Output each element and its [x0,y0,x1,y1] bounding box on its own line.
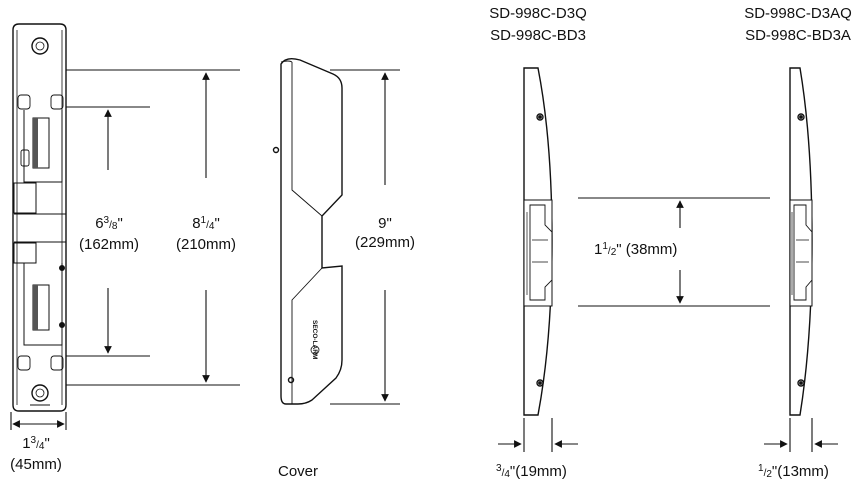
faceplate-drawing [12,23,67,412]
cover-label: Cover [278,463,319,480]
model-label-right-line1: SD-998C-D3AQ [744,5,852,22]
svg-text:SECO-LARM: SECO-LARM [311,320,318,359]
inner-height-metric: (162mm) [78,236,139,253]
faceplate-dimensions [10,69,240,430]
cover-drawing: SECO-LARM [272,57,343,405]
side-view-left [523,67,553,416]
cover-dimensions [330,69,400,405]
depth-dimensions [498,418,838,452]
model-label-left-line1: SD-998C-D3Q [489,5,587,22]
side-view-right [789,67,813,416]
spacing-label: 11/2" (38mm) [594,241,678,258]
cover-height-imperial: 9" [378,215,392,232]
width-label: 13/4" (45mm) [0,434,72,474]
model-label-left-line2: SD-998C-BD3 [490,27,586,44]
width-metric: (45mm) [10,456,62,473]
model-label-left: SD-998C-D3Q SD-998C-BD3 [478,4,598,45]
width-imperial: 13/4" [22,435,50,452]
model-label-right: SD-998C-D3AQ SD-998C-BD3A [736,4,860,45]
outer-height-label: 81/4" (210mm) [171,214,241,254]
inner-height-label: 63/8" (162mm) [74,214,144,254]
outer-height-metric: (210mm) [175,236,236,253]
model-label-right-line2: SD-998C-BD3A [745,27,851,44]
outer-height-imperial: 81/4" [192,215,220,232]
depth-left-label: 3/4"(19mm) [496,463,567,480]
cover-height-label: 9" (229mm) [350,214,420,252]
inner-height-imperial: 63/8" [95,215,123,232]
spacing-dimensions [578,197,770,307]
cover-height-metric: (229mm) [354,234,415,251]
depth-right-label: 1/2"(13mm) [758,463,829,480]
